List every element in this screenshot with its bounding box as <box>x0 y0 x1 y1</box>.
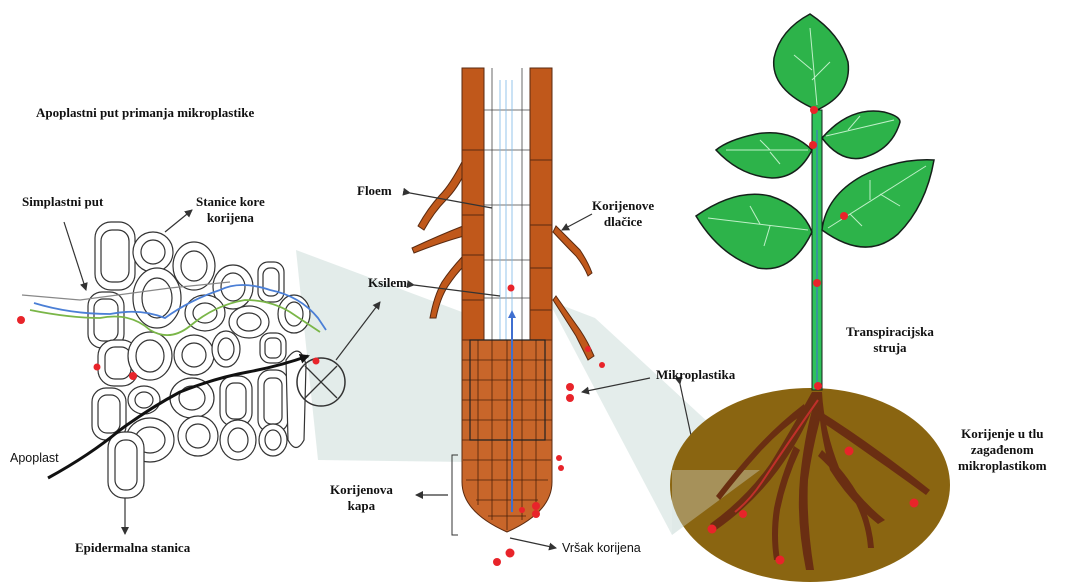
label-stanice-kore: Stanice kore korijena <box>196 194 265 226</box>
label-transpiracijska-line2: struja <box>846 340 934 356</box>
label-korijenje-line2: zagađenom <box>958 442 1047 458</box>
label-apoplast: Apoplast <box>10 450 59 466</box>
ksilem-arrow <box>414 285 500 296</box>
vrsak-arrow <box>510 538 556 548</box>
diagram-title: Apoplastni put primanja mikroplastike <box>36 105 254 121</box>
label-korijenje-line3: mikroplastikom <box>958 458 1047 474</box>
label-epidermalna-stanica: Epidermalna stanica <box>75 540 190 556</box>
label-stanice-kore-line2: korijena <box>196 210 265 226</box>
label-korijenove-dlacice-line2: dlačice <box>592 214 654 230</box>
label-korijenova-kapa-line1: Korijenova <box>330 482 393 498</box>
microplastic-dot-icon <box>17 316 25 324</box>
label-vrsak-korijena: Vršak korijena <box>562 540 641 556</box>
label-korijenove-dlacice: Korijenove dlačice <box>592 198 654 230</box>
label-stanice-kore-line1: Stanice kore <box>196 194 265 210</box>
label-floem: Floem <box>357 183 392 199</box>
label-korijenove-dlacice-line1: Korijenove <box>592 198 654 214</box>
root-cap-bracket <box>452 455 458 535</box>
label-transpiracijska-line1: Transpiracijska <box>846 324 934 340</box>
label-ksilem: Ksilem <box>368 275 407 291</box>
label-korijenova-kapa: Korijenova kapa <box>330 482 393 514</box>
label-transpiracijska-struja: Transpiracijska struja <box>846 324 934 356</box>
label-simplastni-put: Simplastni put <box>22 194 103 210</box>
label-korijenje-line1: Korijenje u tlu <box>958 426 1047 442</box>
root-cortex-cells <box>88 222 310 498</box>
label-korijenova-kapa-line2: kapa <box>330 498 393 514</box>
stanice-kore-arrow <box>165 210 192 232</box>
leaf-icon <box>774 14 849 110</box>
label-korijenje-u-tlu: Korijenje u tlu zagađenom mikroplastikom <box>958 426 1047 474</box>
simplastni-put-arrow <box>64 222 86 290</box>
label-mikroplastika: Mikroplastika <box>656 367 735 383</box>
korijenove-dlacice-arrow <box>562 214 592 230</box>
